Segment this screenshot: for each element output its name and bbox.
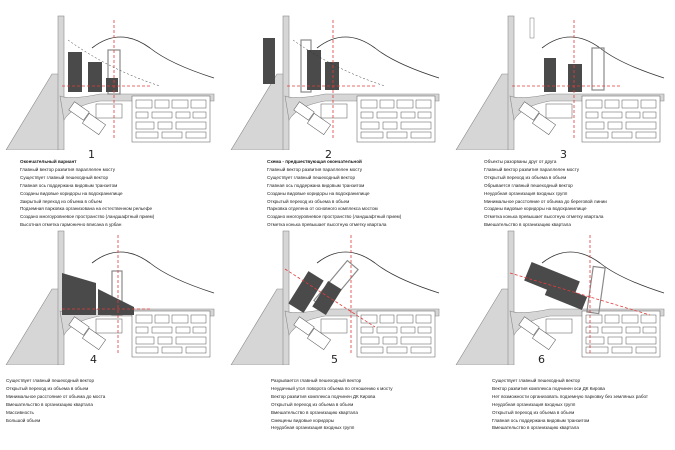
notes-list: Разрывается главный пешеходный вектор Не… [271,377,393,432]
note-item: Существует главный пешеходный вектор [267,174,356,180]
scheme-panel-5: 5 Разрывается главный пешеходный вектор … [225,225,450,450]
note-item: Созданы видовые коридоры на водохранилищ… [20,190,123,196]
notes-list: Существует главный пешеходный вектор Век… [492,377,648,432]
note-item: Массивность [6,409,34,415]
panel-number: 4 [90,353,97,366]
note-item: Существует главный пешеходный вектор [492,378,581,383]
note-item: Главная ось поддержана видовым транзитом [267,182,365,188]
note-item: Главный вектор развития параллелен мосту [484,166,580,172]
note-item: Вектор развития комплекса подчинен ДК Ки… [271,393,376,399]
note-item: Нет возможности организовать подземную п… [492,393,649,399]
note-item: Разрывается главный пешеходный вектор [271,378,362,383]
note-item: Вмешательство в организацию квартала [484,222,571,228]
note-item: Неудобная организация входных групп [492,401,576,407]
building-volume [263,38,275,84]
note-item: Закрытый переход из объема в объем [20,198,102,204]
scheme-panel-2: 2 Схема - предшествующая окончательной Г… [225,0,450,227]
bridge-outline [591,47,605,91]
note-item: Открытый переход из объема в объем [492,409,575,415]
note-item: Большой объем [6,417,41,423]
bridge-outline [586,265,606,315]
note-item: Объекты разорваны друг от друга [484,159,557,164]
building-volume [288,271,324,313]
note-item: Созданы видовые коридоры на водохранилищ… [267,190,370,196]
building-volume [62,273,96,315]
view-axis [284,268,376,328]
building-volume [98,289,134,315]
notes-title: Окончательный вариант [20,159,77,164]
note-item: Созданы видовые коридоры на водохранилищ… [484,206,587,212]
note-item: Отметка конька превышает высотную отметк… [484,214,604,220]
building-volume [307,50,321,90]
notes-list: Существует главный пешеходный вектор Отк… [6,377,105,424]
note-item: Главная ось поддержана видовым транзитом [20,182,118,188]
note-item: Открытый переход из объема в объем [267,198,350,204]
building-volume [106,78,118,92]
note-item: Открытый переход из объема в объем [484,174,567,180]
note-item: Неудобная организация входных групп [484,190,568,196]
note-item: Отметка конька превышает высотную отметк… [267,222,387,228]
building-volume [325,62,339,90]
note-item: Вмешательство в организацию квартала [6,401,93,407]
building-volume [568,64,582,92]
note-item: Существует главный пешеходный вектор [6,378,95,383]
note-item: Вмешательство в организацию квартала [492,425,579,431]
note-item: Вектор развития комплекса подчинен оси Д… [492,385,605,391]
note-item: Главная ось поддержана видовым транзитом [492,417,590,423]
site-plan-diagram [5,230,215,365]
site-plan-diagram [5,15,215,150]
building-volume [312,281,342,315]
building-volume [544,282,588,310]
note-item: Минимальное расстояние от объема до мост… [6,393,106,399]
note-item: Главный вектор развития параллелен мосту [20,166,116,172]
note-item: Открытый переход из объема в объем [6,385,89,391]
note-item: Смещены видовые коридоры [271,417,335,423]
site-plan-diagram [230,15,440,150]
note-item: Существует главный пешеходный вектор [20,174,109,180]
site-plan-diagram [230,230,440,365]
notes-list: Схема - предшествующая окончательной Гла… [267,158,401,229]
notes-title: Схема - предшествующая окончательной [267,159,362,164]
building-volume [88,62,102,92]
note-item: Открытый переход из объема в объем [271,401,354,407]
notes-list: Объекты разорваны друг от друга Главный … [484,158,607,229]
note-item: Минимальное расстояние от объема до бере… [484,198,607,204]
panel-number: 1 [88,148,95,161]
note-item: Высотная отметка гармонично вписана в ур… [20,222,122,228]
note-item: Подземная парковка организована на естес… [20,206,153,212]
scheme-panel-6: 6 Существует главный пешеходный вектор В… [450,225,675,450]
building-volume [68,52,82,92]
panel-number: 3 [560,148,567,161]
note-item: Парковка отделена от основного комплекса… [267,206,378,212]
notes-list: Окончательный вариант Главный вектор раз… [20,158,154,229]
note-item: Неудачный угол поворота объема по отноше… [271,385,393,391]
scheme-panel-3: 3 Объекты разорваны друг от друга Главны… [450,0,675,227]
note-item: Вмешательство в организацию квартала [271,409,358,415]
panel-number: 6 [538,353,545,366]
panel-number: 5 [331,353,338,366]
view-axis [509,272,651,316]
note-item: Главный вектор развития параллелен мосту [267,166,363,172]
panel-number: 2 [325,148,332,161]
site-plan-diagram [455,230,665,365]
scheme-panel-1: 1 Окончательный вариант Главный вектор р… [0,0,225,227]
note-item: Создано многоуровневое пространство (лан… [20,214,155,220]
site-plan-diagram [455,15,665,150]
note-item: Неудобная организация входных групп [271,425,355,431]
scheme-panel-4: 4 Существует главный пешеходный вектор О… [0,225,225,450]
note-item: Обрывается главный пешеходный вектор [484,182,573,188]
note-item: Создано многоуровневое пространство (лан… [267,214,402,220]
building-volume [544,58,556,92]
